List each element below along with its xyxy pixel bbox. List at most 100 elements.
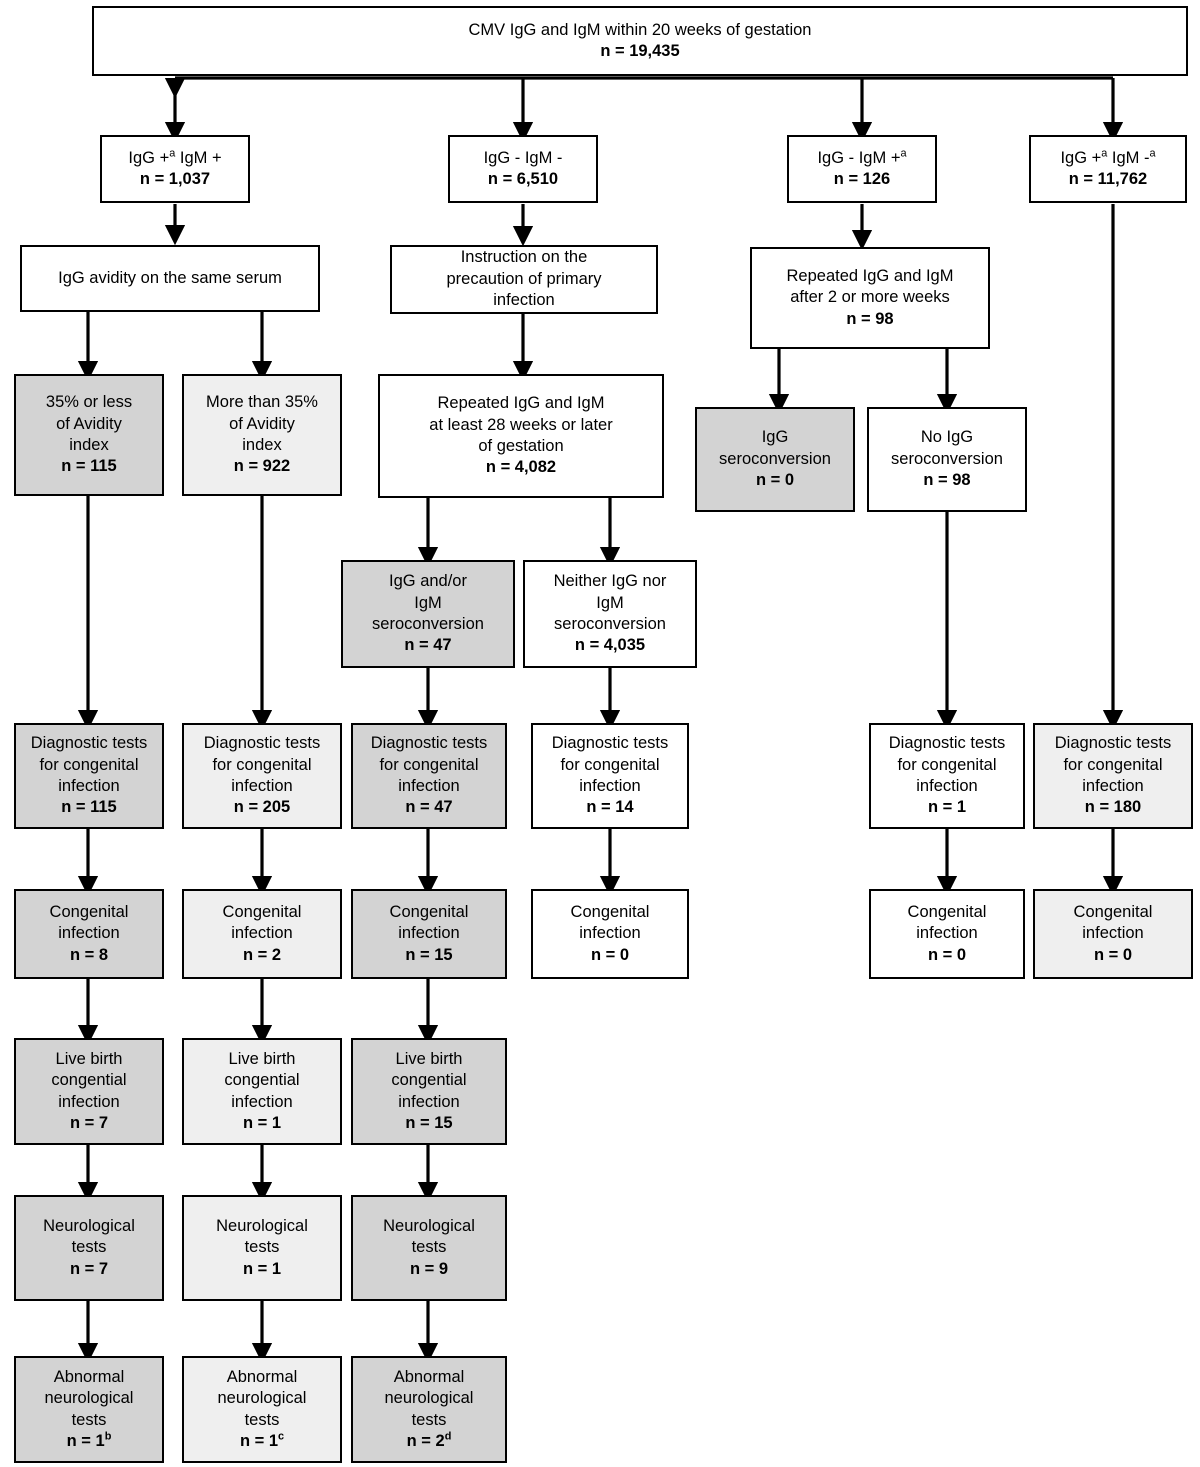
node-root-count: n = 19,435 [600,42,680,60]
node-diagnostic-tests-6[interactable]: Diagnostic tests for congenital infectio… [1033,723,1193,829]
node-igg-seroconversion-line-0: IgG [761,428,789,447]
node-congenital-infection-3-line-1: infection [398,924,460,943]
node-congenital-infection-1[interactable]: Congenital infection n = 8 [14,889,164,979]
node-diagnostic-tests-5[interactable]: Diagnostic tests for congenital infectio… [869,723,1025,829]
node-diagnostic-tests-4[interactable]: Diagnostic tests for congenital infectio… [531,723,689,829]
node-abnormal-neuro-tests-1-count: n = 1b [66,1430,112,1450]
node-abnormal-neuro-tests-2-line-1: neurological [217,1389,307,1408]
node-igg-avidity[interactable]: IgG avidity on the same serum [20,245,320,312]
node-congenital-infection-2-line-1: infection [231,924,293,943]
node-seroconversion-positive-line-1: IgM [414,593,442,612]
node-abnormal-neuro-tests-1[interactable]: Abnormal neurological tests n = 1b [14,1356,164,1463]
node-igg-seroconversion-line-1: seroconversion [719,449,831,468]
node-diagnostic-tests-2[interactable]: Diagnostic tests for congenital infectio… [182,723,342,829]
node-abnormal-neuro-tests-3-line-2: tests [411,1410,447,1429]
node-avidity-low-count: n = 115 [61,457,117,476]
node-no-igg-seroconversion-count: n = 98 [923,471,971,490]
node-seroconversion-negative[interactable]: Neither IgG nor IgM seroconversion n = 4… [523,560,697,668]
node-abnormal-neuro-tests-3-line-0: Abnormal [393,1367,465,1386]
node-congenital-infection-2[interactable]: Congenital infection n = 2 [182,889,342,979]
node-neurological-tests-2[interactable]: Neurological tests n = 1 [182,1195,342,1301]
node-repeat-igg-igm-28weeks[interactable]: Repeated IgG and IgM at least 28 weeks o… [378,374,664,498]
node-diagnostic-tests-2-count: n = 205 [233,798,291,817]
node-diagnostic-tests-5-line-0: Diagnostic tests [888,734,1006,753]
node-root-line-0: CMV IgG and IgM within 20 weeks of gesta… [468,20,812,39]
node-live-birth-congenital-3[interactable]: Live birth congential infection n = 15 [351,1038,507,1145]
node-igg-neg-igm-pos[interactable]: IgG - IgM +a n = 126 [787,135,937,203]
node-avidity-high[interactable]: More than 35% of Avidity index n = 922 [182,374,342,496]
node-instruction-precaution-line-0: Instruction on the [460,248,588,267]
node-diagnostic-tests-2-line-1: for congenital [212,755,312,774]
node-diagnostic-tests-4-line-2: infection [579,777,641,795]
node-igg-pos-igm-pos[interactable]: IgG +a IgM + n = 1,037 [100,135,250,203]
node-diagnostic-tests-5-line-2: infection [916,777,978,795]
node-congenital-infection-5-line-0: Congenital [907,902,987,921]
node-diagnostic-tests-3[interactable]: Diagnostic tests for congenital infectio… [351,723,507,829]
node-live-birth-congenital-1-count: n = 7 [69,1113,109,1132]
node-seroconversion-negative-line-1: IgM [596,593,624,612]
node-no-igg-seroconversion-line-1: seroconversion [891,449,1003,468]
node-igg-pos-igm-neg-count: n = 11,762 [1068,170,1148,188]
node-abnormal-neuro-tests-3[interactable]: Abnormal neurological tests n = 2d [351,1356,507,1463]
node-diagnostic-tests-6-count: n = 180 [1084,798,1142,817]
node-no-igg-seroconversion[interactable]: No IgG seroconversion n = 98 [867,407,1027,512]
node-congenital-infection-4-count: n = 0 [590,945,630,964]
node-repeat-igg-igm-28weeks-count: n = 4,082 [485,458,557,477]
node-abnormal-neuro-tests-1-line-2: tests [71,1410,107,1429]
node-instruction-precaution-line-2: infection [493,291,555,310]
node-repeat-igg-igm-2weeks-count: n = 98 [846,309,894,328]
node-congenital-infection-5-count: n = 0 [927,945,967,964]
node-diagnostic-tests-4-line-1: for congenital [560,755,660,774]
node-diagnostic-tests-1-count: n = 115 [61,798,117,817]
node-igg-neg-igm-pos-count: n = 126 [833,170,891,188]
node-live-birth-congenital-3-count: n = 15 [405,1113,453,1132]
node-live-birth-congenital-1[interactable]: Live birth congential infection n = 7 [14,1038,164,1145]
node-diagnostic-tests-3-count: n = 47 [405,798,453,817]
node-avidity-low[interactable]: 35% or less of Avidity index n = 115 [14,374,164,496]
node-congenital-infection-5[interactable]: Congenital infection n = 0 [869,889,1025,979]
node-diagnostic-tests-6-line-0: Diagnostic tests [1054,734,1172,753]
node-diagnostic-tests-4-count: n = 14 [586,798,634,817]
node-repeat-igg-igm-28weeks-line-1: at least 28 weeks or later [429,415,613,434]
node-igg-neg-igm-neg-line-0: IgG - IgM - [483,148,563,167]
node-diagnostic-tests-1-line-1: for congenital [39,755,139,774]
node-live-birth-congenital-2-line-1: congential [224,1071,300,1090]
node-congenital-infection-3[interactable]: Congenital infection n = 15 [351,889,507,979]
node-repeat-igg-igm-2weeks[interactable]: Repeated IgG and IgM after 2 or more wee… [750,247,990,349]
node-congenital-infection-6[interactable]: Congenital infection n = 0 [1033,889,1193,979]
node-abnormal-neuro-tests-2[interactable]: Abnormal neurological tests n = 1c [182,1356,342,1463]
node-diagnostic-tests-3-line-0: Diagnostic tests [370,734,488,753]
node-neurological-tests-1[interactable]: Neurological tests n = 7 [14,1195,164,1301]
node-congenital-infection-3-count: n = 15 [405,945,453,964]
node-neurological-tests-3[interactable]: Neurological tests n = 9 [351,1195,507,1301]
node-seroconversion-negative-line-0: Neither IgG nor [553,572,667,591]
node-neurological-tests-3-line-1: tests [411,1238,447,1257]
node-seroconversion-negative-line-2: seroconversion [554,615,666,633]
node-congenital-infection-1-line-1: infection [58,924,120,943]
node-neurological-tests-2-line-0: Neurological [216,1216,308,1235]
node-diagnostic-tests-3-line-1: for congenital [379,755,479,774]
node-diagnostic-tests-1[interactable]: Diagnostic tests for congenital infectio… [14,723,164,829]
node-congenital-infection-4[interactable]: Congenital infection n = 0 [531,889,689,979]
node-diagnostic-tests-6-line-2: infection [1082,777,1144,795]
node-live-birth-congenital-2[interactable]: Live birth congential infection n = 1 [182,1038,342,1145]
node-neurological-tests-1-line-1: tests [71,1238,107,1257]
node-igg-seroconversion[interactable]: IgG seroconversion n = 0 [695,407,855,512]
node-igg-neg-igm-neg[interactable]: IgG - IgM - n = 6,510 [448,135,598,203]
node-avidity-high-line-1: of Avidity [229,414,295,433]
node-congenital-infection-2-count: n = 2 [242,945,282,964]
node-seroconversion-positive[interactable]: IgG and/or IgM seroconversion n = 47 [341,560,515,668]
node-igg-pos-igm-neg[interactable]: IgG +a IgM -a n = 11,762 [1029,135,1187,203]
node-neurological-tests-3-count: n = 9 [409,1259,449,1278]
node-instruction-precaution[interactable]: Instruction on the precaution of primary… [390,245,658,314]
node-congenital-infection-6-line-1: infection [1082,924,1144,943]
node-congenital-infection-2-line-0: Congenital [222,902,302,921]
node-root[interactable]: CMV IgG and IgM within 20 weeks of gesta… [92,6,1188,76]
node-congenital-infection-1-line-0: Congenital [49,902,129,921]
node-diagnostic-tests-2-line-0: Diagnostic tests [203,734,321,753]
node-live-birth-congenital-3-line-0: Live birth [395,1049,463,1068]
node-avidity-high-count: n = 922 [233,457,291,476]
node-live-birth-congenital-1-line-0: Live birth [55,1049,123,1068]
node-repeat-igg-igm-2weeks-line-0: Repeated IgG and IgM [786,266,954,285]
